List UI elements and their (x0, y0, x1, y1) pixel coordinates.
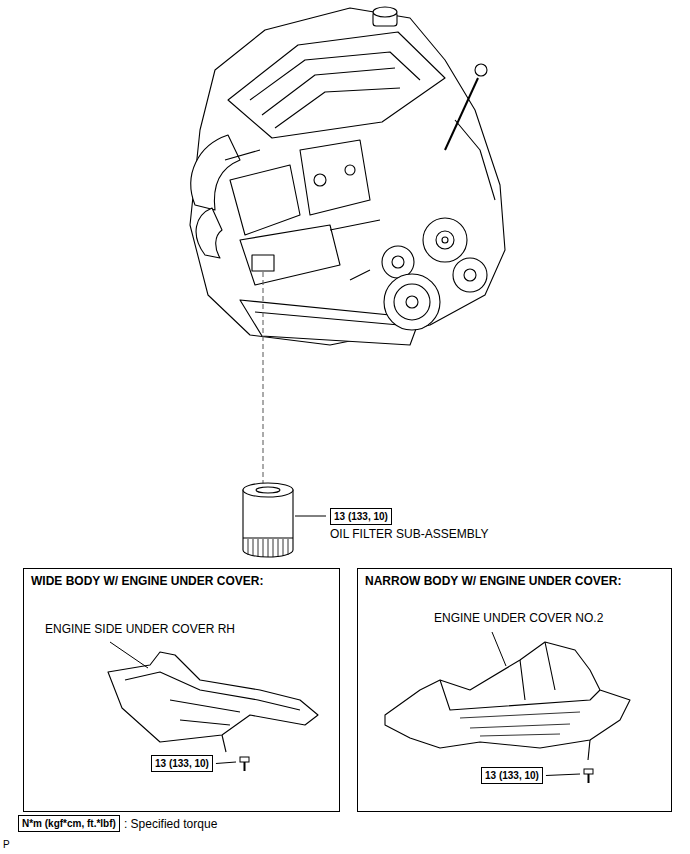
oil-filter-illustration (243, 483, 293, 557)
torque-value: 13 (133, 10) (331, 509, 391, 524)
leader-line (110, 642, 148, 668)
leader-line (295, 516, 326, 517)
bolt-symbol (240, 757, 249, 771)
install-axis (263, 272, 264, 484)
torque-box: 13 (133, 10) (481, 767, 543, 784)
engine-illustration (190, 7, 505, 345)
page-mark: P (3, 838, 10, 852)
legend-note: : Specified torque (124, 817, 217, 831)
variant-panel: WIDE BODY W/ ENGINE UNDER COVER: 13 (133,… (23, 568, 340, 812)
torque-value: 13 (133, 10) (482, 768, 542, 783)
under-cover-no2-illustration (385, 642, 630, 760)
panel-heading: WIDE BODY W/ ENGINE UNDER COVER: (24, 569, 339, 593)
torque-box: 13 (133, 10) (330, 508, 392, 525)
panel-heading: NARROW BODY W/ ENGINE UNDER COVER: (358, 569, 671, 593)
leader-line (546, 774, 580, 776)
side-under-cover-illustration (108, 652, 318, 752)
leader-line (492, 632, 506, 666)
part-name: ENGINE SIDE UNDER COVER RH (45, 622, 235, 636)
part-name: OIL FILTER SUB-ASSEMBLY (330, 527, 488, 541)
leader-line (216, 762, 236, 764)
torque-value: 13 (133, 10) (152, 756, 212, 771)
torque-value: N*m (kgf*cm, ft.*lbf) (19, 816, 119, 831)
bolt-symbol (584, 769, 593, 783)
part-name: ENGINE UNDER COVER NO.2 (434, 611, 603, 625)
torque-box: N*m (kgf*cm, ft.*lbf) (18, 815, 120, 832)
variant-panel: NARROW BODY W/ ENGINE UNDER COVER: 13 (13… (357, 568, 672, 812)
torque-box: 13 (133, 10) (151, 755, 213, 772)
